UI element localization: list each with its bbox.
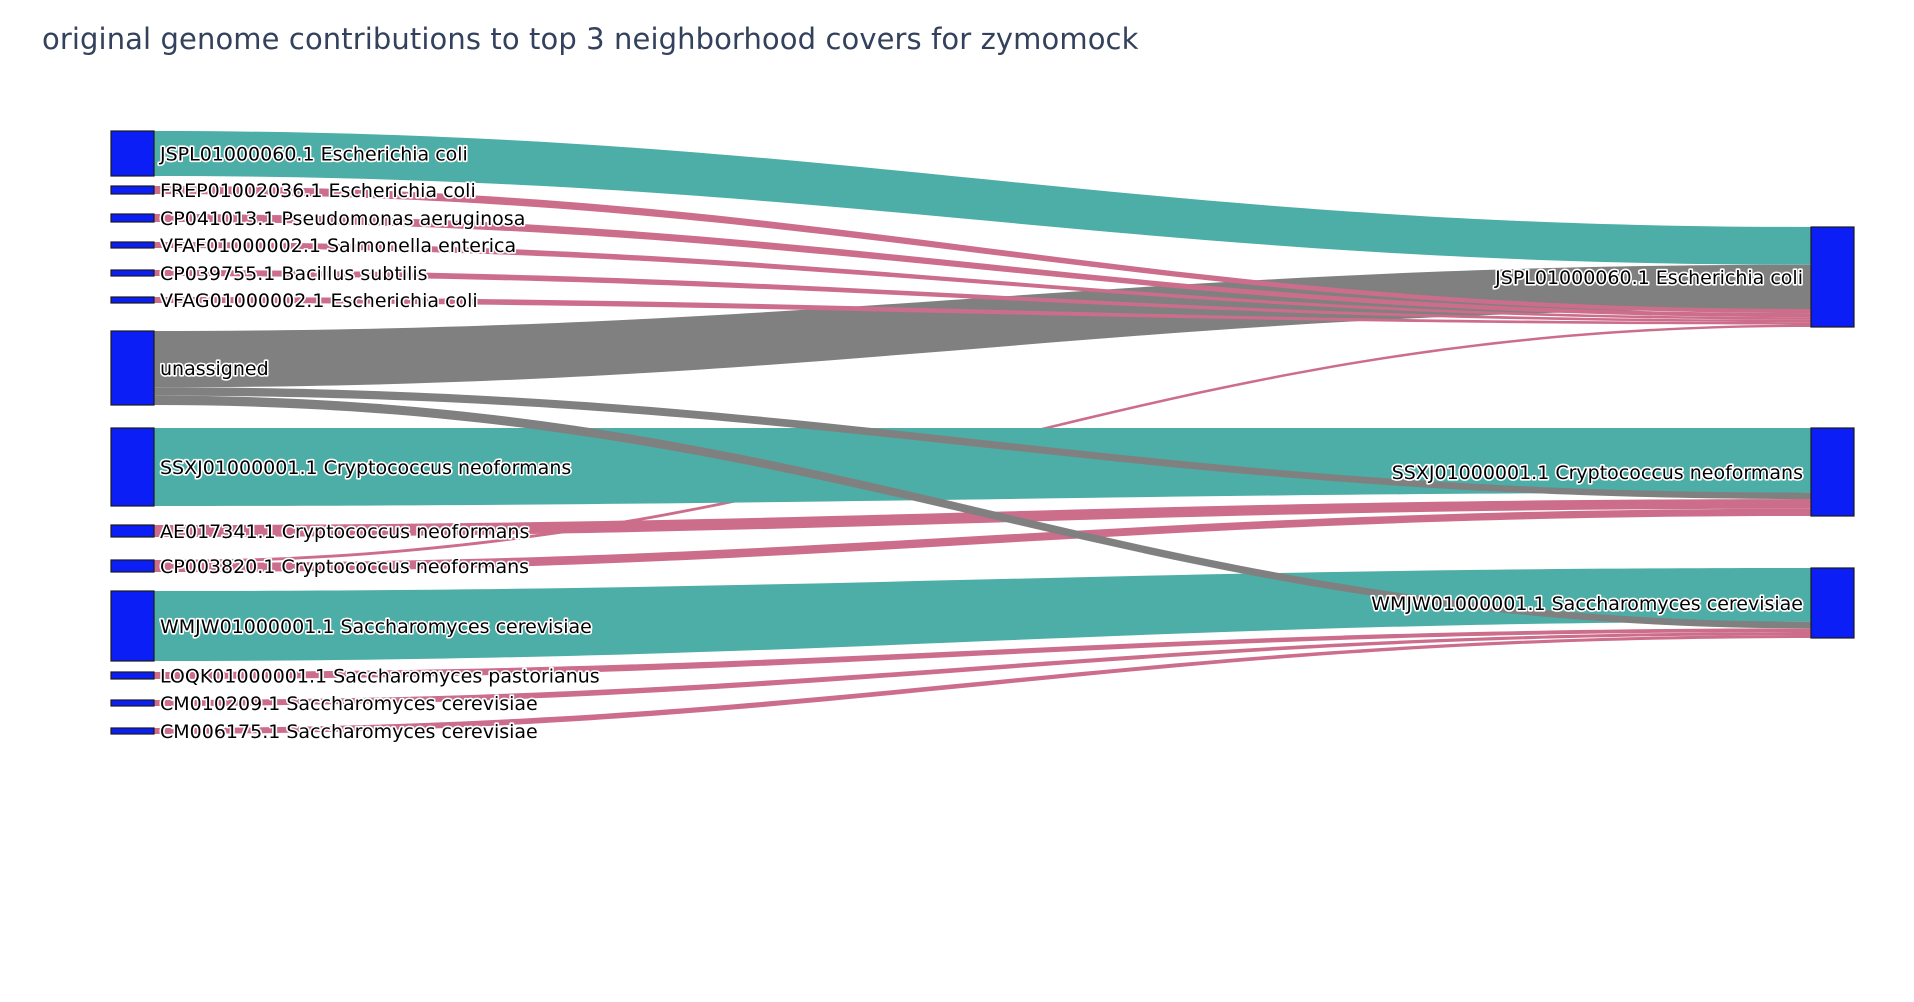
flow-link: [154, 428, 1811, 506]
flow-link: [154, 499, 1811, 537]
sankey-node-label: VFAG01000002.1 Escherichia coli: [160, 290, 478, 312]
sankey-node-label: VFAF01000002.1 Salmonella enterica: [160, 235, 516, 257]
flow-link: [154, 214, 1811, 318]
sankey-node-label: unassigned: [160, 358, 269, 380]
sankey-node-source[interactable]: [110, 130, 155, 177]
sankey-node-source[interactable]: [110, 269, 155, 277]
page-title: original genome contributions to top 3 n…: [42, 22, 1139, 56]
sankey-node-label: WMJW01000001.1 Saccharomyces cerevisiae: [160, 616, 592, 638]
sankey-node-source[interactable]: [110, 241, 155, 249]
sankey-node-label: CP041013.1 Pseudomonas aeruginosa: [160, 208, 525, 230]
node-bars-group: [110, 130, 1855, 735]
sankey-node-label: AE017341.1 Cryptococcus neoformans: [160, 521, 529, 543]
flow-link: [154, 632, 1811, 706]
sankey-node-label: WMJW01000001.1 Saccharomyces cerevisiae: [1371, 593, 1803, 615]
sankey-node-source[interactable]: [110, 427, 155, 507]
sankey-node-label: JSPL01000060.1 Escherichia coli: [159, 144, 468, 166]
sankey-node-label: LOQK01000001.1 Saccharomyces pastorianus: [160, 666, 600, 688]
sankey-node-target[interactable]: [1810, 226, 1855, 328]
flow-ribbons-group: [154, 131, 1811, 734]
flow-link: [154, 628, 1811, 679]
sankey-node-source[interactable]: [110, 330, 155, 406]
sankey-node-label: CP039755.1 Bacillus subtilis: [160, 263, 428, 285]
sankey-node-label: CP003820.1 Cryptococcus neoformans: [160, 556, 529, 578]
flow-link: [154, 242, 1811, 320]
flow-link: [154, 508, 1811, 572]
sankey-node-source[interactable]: [110, 559, 155, 573]
sankey-node-label: CM010209.1 Saccharomyces cerevisiae: [160, 693, 538, 715]
sankey-node-source[interactable]: [110, 699, 155, 707]
flow-link: [154, 387, 1811, 500]
flow-link: [154, 635, 1811, 734]
flow-link: [154, 395, 1811, 629]
flow-link: [154, 270, 1811, 323]
flow-link: [154, 186, 1811, 314]
sankey-node-target[interactable]: [1810, 427, 1855, 517]
node-labels-group: JSPL01000060.1 Escherichia coliFREP01002…: [157, 142, 1804, 745]
flow-link: [154, 568, 1811, 661]
sankey-node-label: SSXJ01000001.1 Cryptococcus neoformans: [1392, 462, 1803, 484]
sankey-node-label: SSXJ01000001.1 Cryptococcus neoformans: [160, 457, 571, 479]
sankey-node-label: CM006175.1 Saccharomyces cerevisiae: [160, 721, 538, 743]
sankey-node-label: JSPL01000060.1 Escherichia coli: [1494, 267, 1803, 289]
sankey-node-source[interactable]: [110, 524, 155, 538]
sankey-node-source[interactable]: [110, 727, 155, 735]
sankey-node-source[interactable]: [110, 590, 155, 662]
sankey-node-source[interactable]: [110, 185, 155, 195]
sankey-node-label: FREP01002036.1 Escherichia coli: [160, 180, 476, 202]
flow-link: [154, 131, 1811, 265]
sankey-node-source[interactable]: [110, 296, 155, 304]
sankey-node-source[interactable]: [110, 671, 155, 680]
sankey-node-target[interactable]: [1810, 567, 1855, 639]
flow-link: [154, 297, 1811, 325]
sankey-node-source[interactable]: [110, 213, 155, 223]
